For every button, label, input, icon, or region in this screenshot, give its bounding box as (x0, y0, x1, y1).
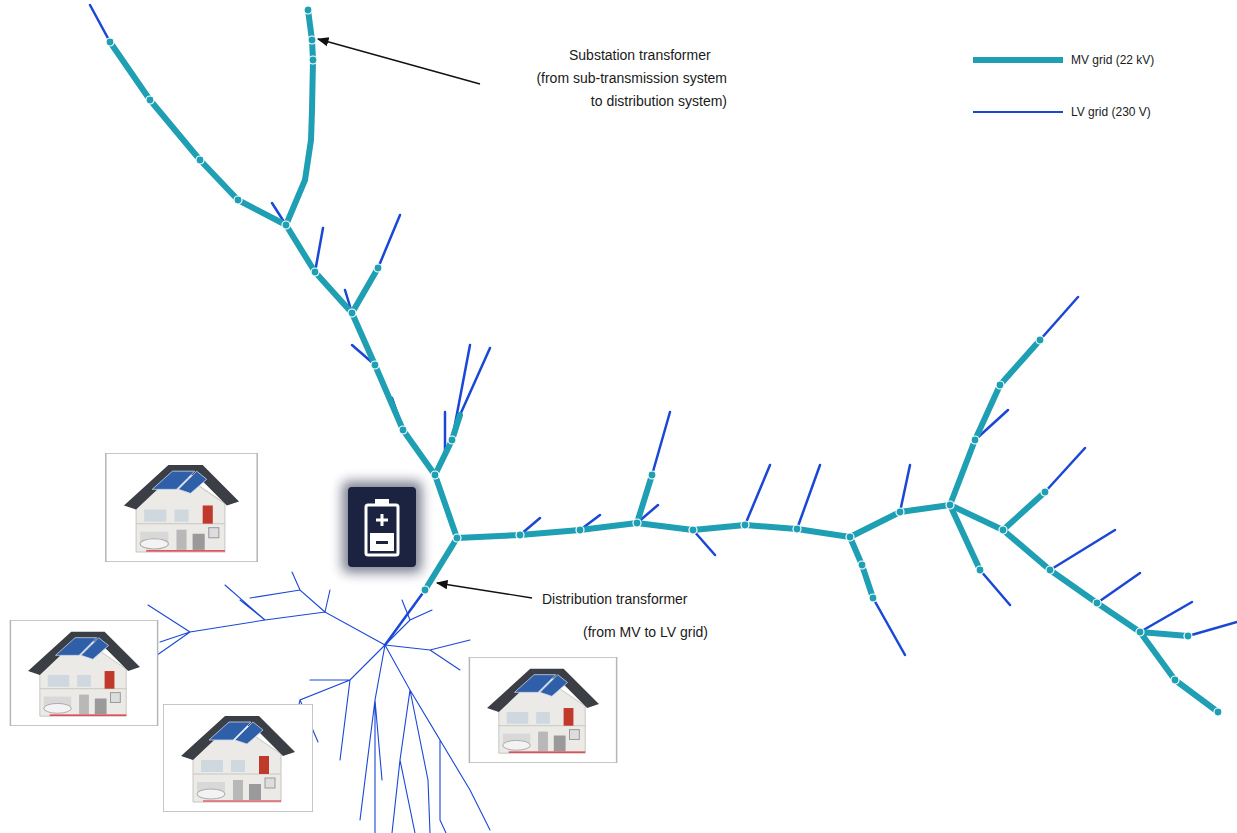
grid-node-dot (996, 381, 1004, 389)
grid-node-dot (234, 196, 242, 204)
label-text: Substation transformer (569, 47, 711, 63)
grid-node-dot (146, 96, 154, 104)
house-pictures (10, 453, 616, 812)
annotation-label: (from sub-transmission system to distrib… (527, 67, 727, 113)
legend-entry: LV grid (230 V) (1071, 104, 1151, 120)
grid-node-dot (374, 264, 382, 272)
label-text: Distribution transformer (542, 591, 688, 607)
legend-text: LV grid (230 V) (1071, 105, 1151, 119)
grid-nodes (106, 6, 1222, 716)
grid-node-dot (846, 533, 854, 541)
grid-node-dot (106, 38, 114, 46)
grid-node-dot (421, 586, 429, 594)
grid-node-dot (282, 221, 290, 229)
grid-node-dot (576, 526, 584, 534)
label-text: (from sub-transmission system to distrib… (536, 70, 727, 109)
grid-node-dot (311, 268, 319, 276)
grid-node-dot (648, 471, 656, 479)
grid-node-dot (793, 525, 801, 533)
grid-node-dot (1041, 488, 1049, 496)
grid-node-dot (741, 521, 749, 529)
grid-node-dot (453, 534, 461, 542)
grid-node-dot (516, 531, 524, 539)
grid-node-dot (1171, 676, 1179, 684)
grid-node-dot (308, 36, 316, 44)
annotation-label: Substation transformer (569, 44, 711, 67)
grid-node-dot (399, 426, 407, 434)
grid-node-dot (999, 526, 1007, 534)
grid-node-dot (689, 526, 697, 534)
legend-entry: MV grid (22 kV) (1071, 52, 1154, 68)
grid-node-dot (371, 361, 379, 369)
grid-node-dot (1214, 708, 1222, 716)
grid-node-dot (1093, 599, 1101, 607)
battery-icon (342, 481, 422, 573)
legend-text: MV grid (22 kV) (1071, 53, 1154, 67)
grid-node-dot (858, 561, 866, 569)
grid-node-dot (431, 471, 439, 479)
grid-node-dot (946, 501, 954, 509)
grid-node-dot (971, 436, 979, 444)
annotation-label: (from MV to LV grid) (583, 621, 708, 644)
grid-node-dot (869, 594, 877, 602)
grid-node-dot (633, 519, 641, 527)
grid-node-dot (976, 566, 984, 574)
grid-node-dot (448, 436, 456, 444)
mv-lines (110, 10, 1218, 712)
grid-node-dot (309, 56, 317, 64)
annotation-label: Distribution transformer (542, 588, 688, 611)
label-text: (from MV to LV grid) (583, 624, 708, 640)
legend-samples (973, 60, 1063, 112)
grid-node-dot (196, 156, 204, 164)
grid-node-dot (304, 6, 312, 14)
grid-node-dot (1136, 628, 1144, 636)
grid-node-dot (896, 508, 904, 516)
grid-node-dot (1184, 632, 1192, 640)
leader-arrows (318, 39, 532, 598)
grid-node-dot (1036, 336, 1044, 344)
lv-lines (90, 5, 1237, 655)
grid-node-dot (348, 309, 356, 317)
grid-node-dot (1046, 566, 1054, 574)
lv-fan (148, 572, 490, 833)
